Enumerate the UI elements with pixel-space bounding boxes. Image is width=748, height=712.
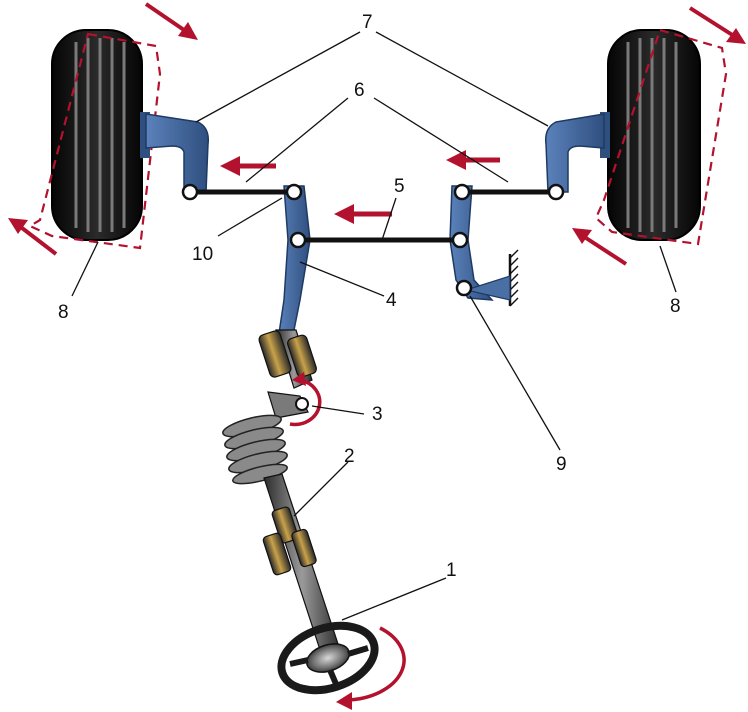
ball-joints [181, 183, 565, 297]
left-tire-grooves [74, 38, 126, 232]
arrow-left-tie-rod [220, 156, 276, 176]
left-steering-arm [145, 113, 210, 193]
left-wheel [27, 29, 162, 250]
left-tire [51, 29, 143, 241]
right-hub [600, 112, 610, 158]
callout-labels: 1 2 3 4 5 6 7 8 8 9 10 [58, 12, 681, 581]
callout-3: 3 [372, 404, 383, 425]
callout-9: 9 [556, 454, 567, 475]
arrow-center-link [334, 204, 392, 224]
right-wheel-turned-outline [594, 28, 728, 246]
callout-6: 6 [354, 80, 365, 101]
callout-7: 7 [362, 12, 373, 33]
steering-column [222, 329, 341, 657]
callout-10: 10 [192, 244, 213, 265]
callout-5: 5 [394, 176, 405, 197]
right-tire-grooves [626, 38, 678, 232]
callout-1: 1 [446, 560, 457, 581]
right-wheel [594, 28, 728, 246]
arrow-left-wheel-rear [8, 218, 58, 256]
steering-wheel [277, 621, 379, 695]
left-hub [140, 112, 150, 158]
callout-8-right: 8 [670, 296, 681, 317]
steering-gear-coils [222, 414, 288, 485]
idler-arm [449, 185, 494, 301]
idler-frame-mount [463, 249, 519, 307]
arrow-left-wheel-front [144, 2, 198, 40]
arrow-right-wheel-rear [572, 228, 628, 266]
leader-lines [71, 31, 677, 621]
callout-8-left: 8 [58, 302, 69, 323]
arrow-right-wheel-front [688, 6, 746, 44]
callout-4: 4 [386, 290, 397, 311]
right-steering-arm [544, 113, 605, 193]
pitman-arm [277, 185, 311, 341]
rotation-arc-steering-wheel [345, 626, 406, 702]
motion-arrows [8, 2, 746, 710]
left-wheel-turned-outline [27, 32, 162, 250]
arrow-right-tie-rod [446, 150, 500, 170]
callout-2: 2 [344, 446, 355, 467]
right-tire [607, 29, 701, 241]
